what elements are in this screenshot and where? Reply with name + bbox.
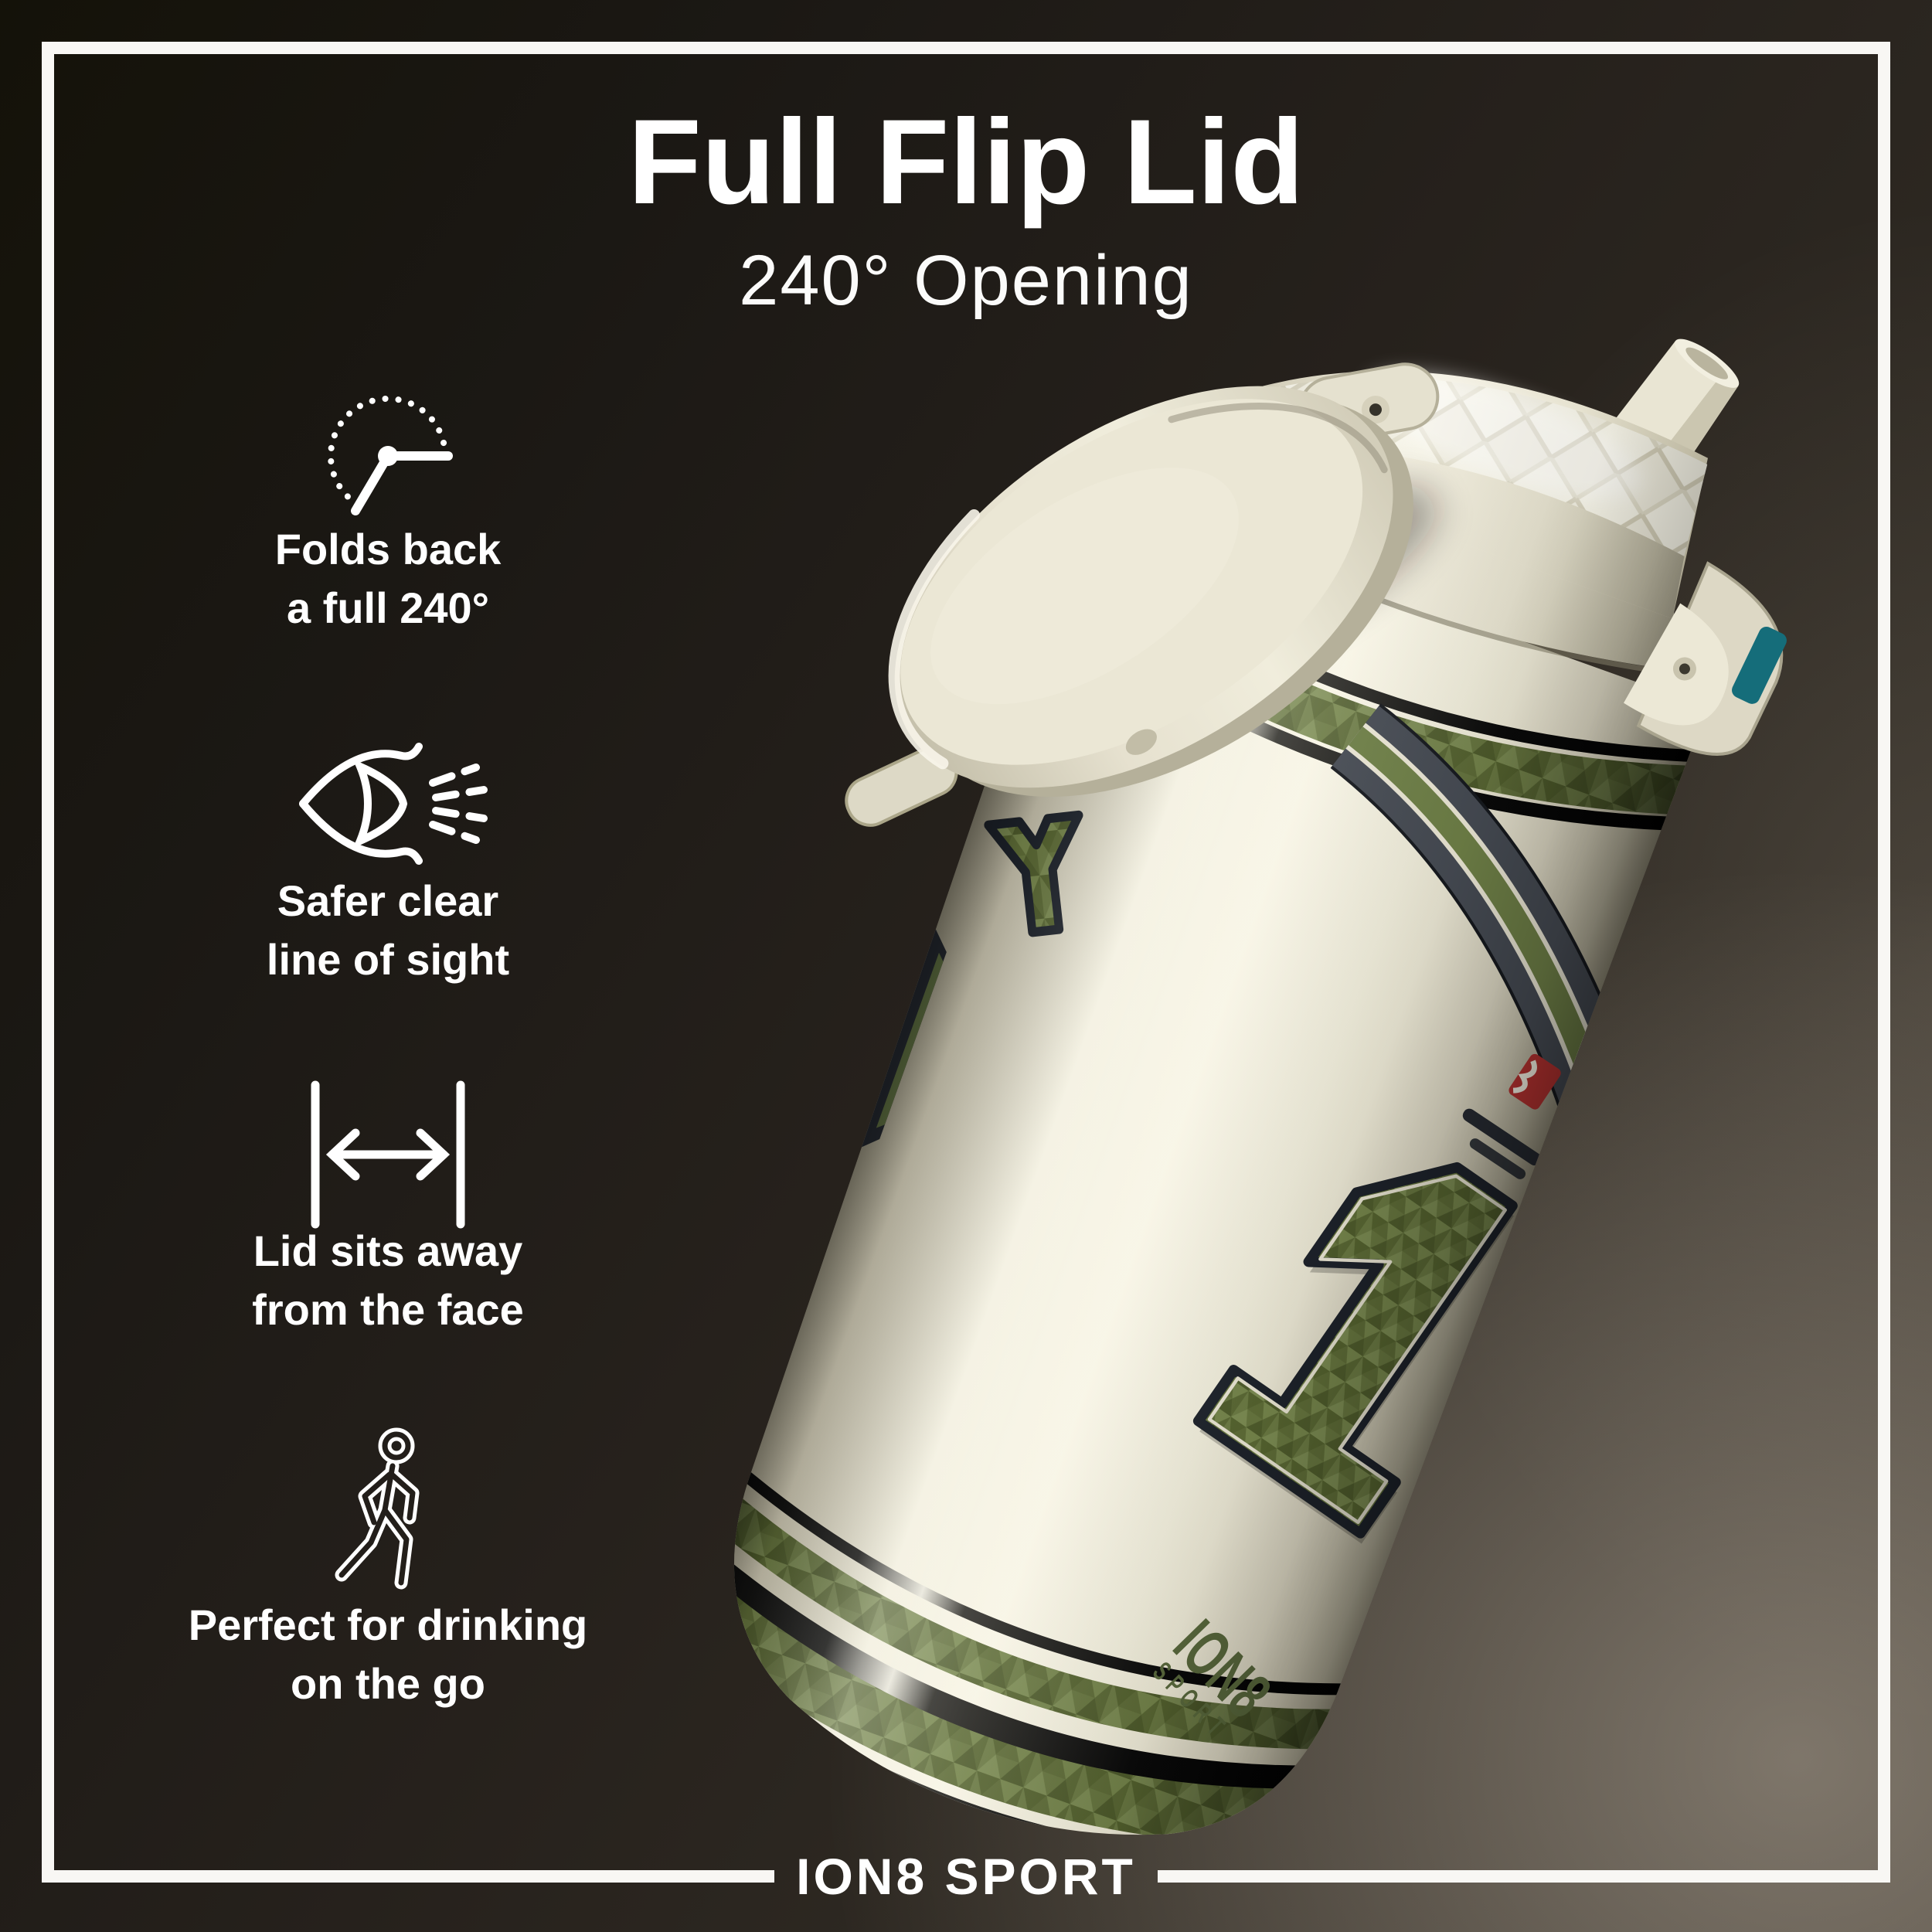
eye-sightline-icon [87,711,689,896]
feature-caption-line: Perfect for drinking [188,1600,588,1649]
angle-240-icon [87,362,689,555]
brand-badge: ION8 SPORT [796,1848,1136,1905]
frame-right [1878,42,1890,1883]
feature-caption-line: Safer clear [277,876,499,925]
frame-bottom-right [1158,1870,1890,1883]
feature-caption-line: from the face [252,1285,524,1334]
frame-top [42,42,1890,54]
page-subtitle: 240° Opening [739,241,1193,320]
feature-caption-line: Lid sits away [253,1226,523,1275]
walking-person-icon [87,1423,689,1601]
feature-caption-line: on the go [291,1659,485,1708]
feature-folds-back: Folds back a full 240° [87,520,689,638]
feature-caption-line: a full 240° [286,583,490,632]
feature-caption-line: line of sight [266,935,510,984]
feature-on-the-go: Perfect for drinking on the go [87,1596,689,1713]
feature-lid-away: Lid sits away from the face [87,1222,689,1339]
page-title: Full Flip Lid [628,95,1304,230]
feature-line-of-sight: Safer clear line of sight [87,872,689,989]
frame-bottom-left [42,1870,774,1883]
latch-button [1623,561,1787,757]
frame-left [42,42,54,1883]
bottle-body: ION8 SPORT [655,485,1707,1915]
distance-icon [87,1070,689,1240]
flip-lid [845,362,1440,827]
feature-caption-line: Folds back [274,525,502,573]
